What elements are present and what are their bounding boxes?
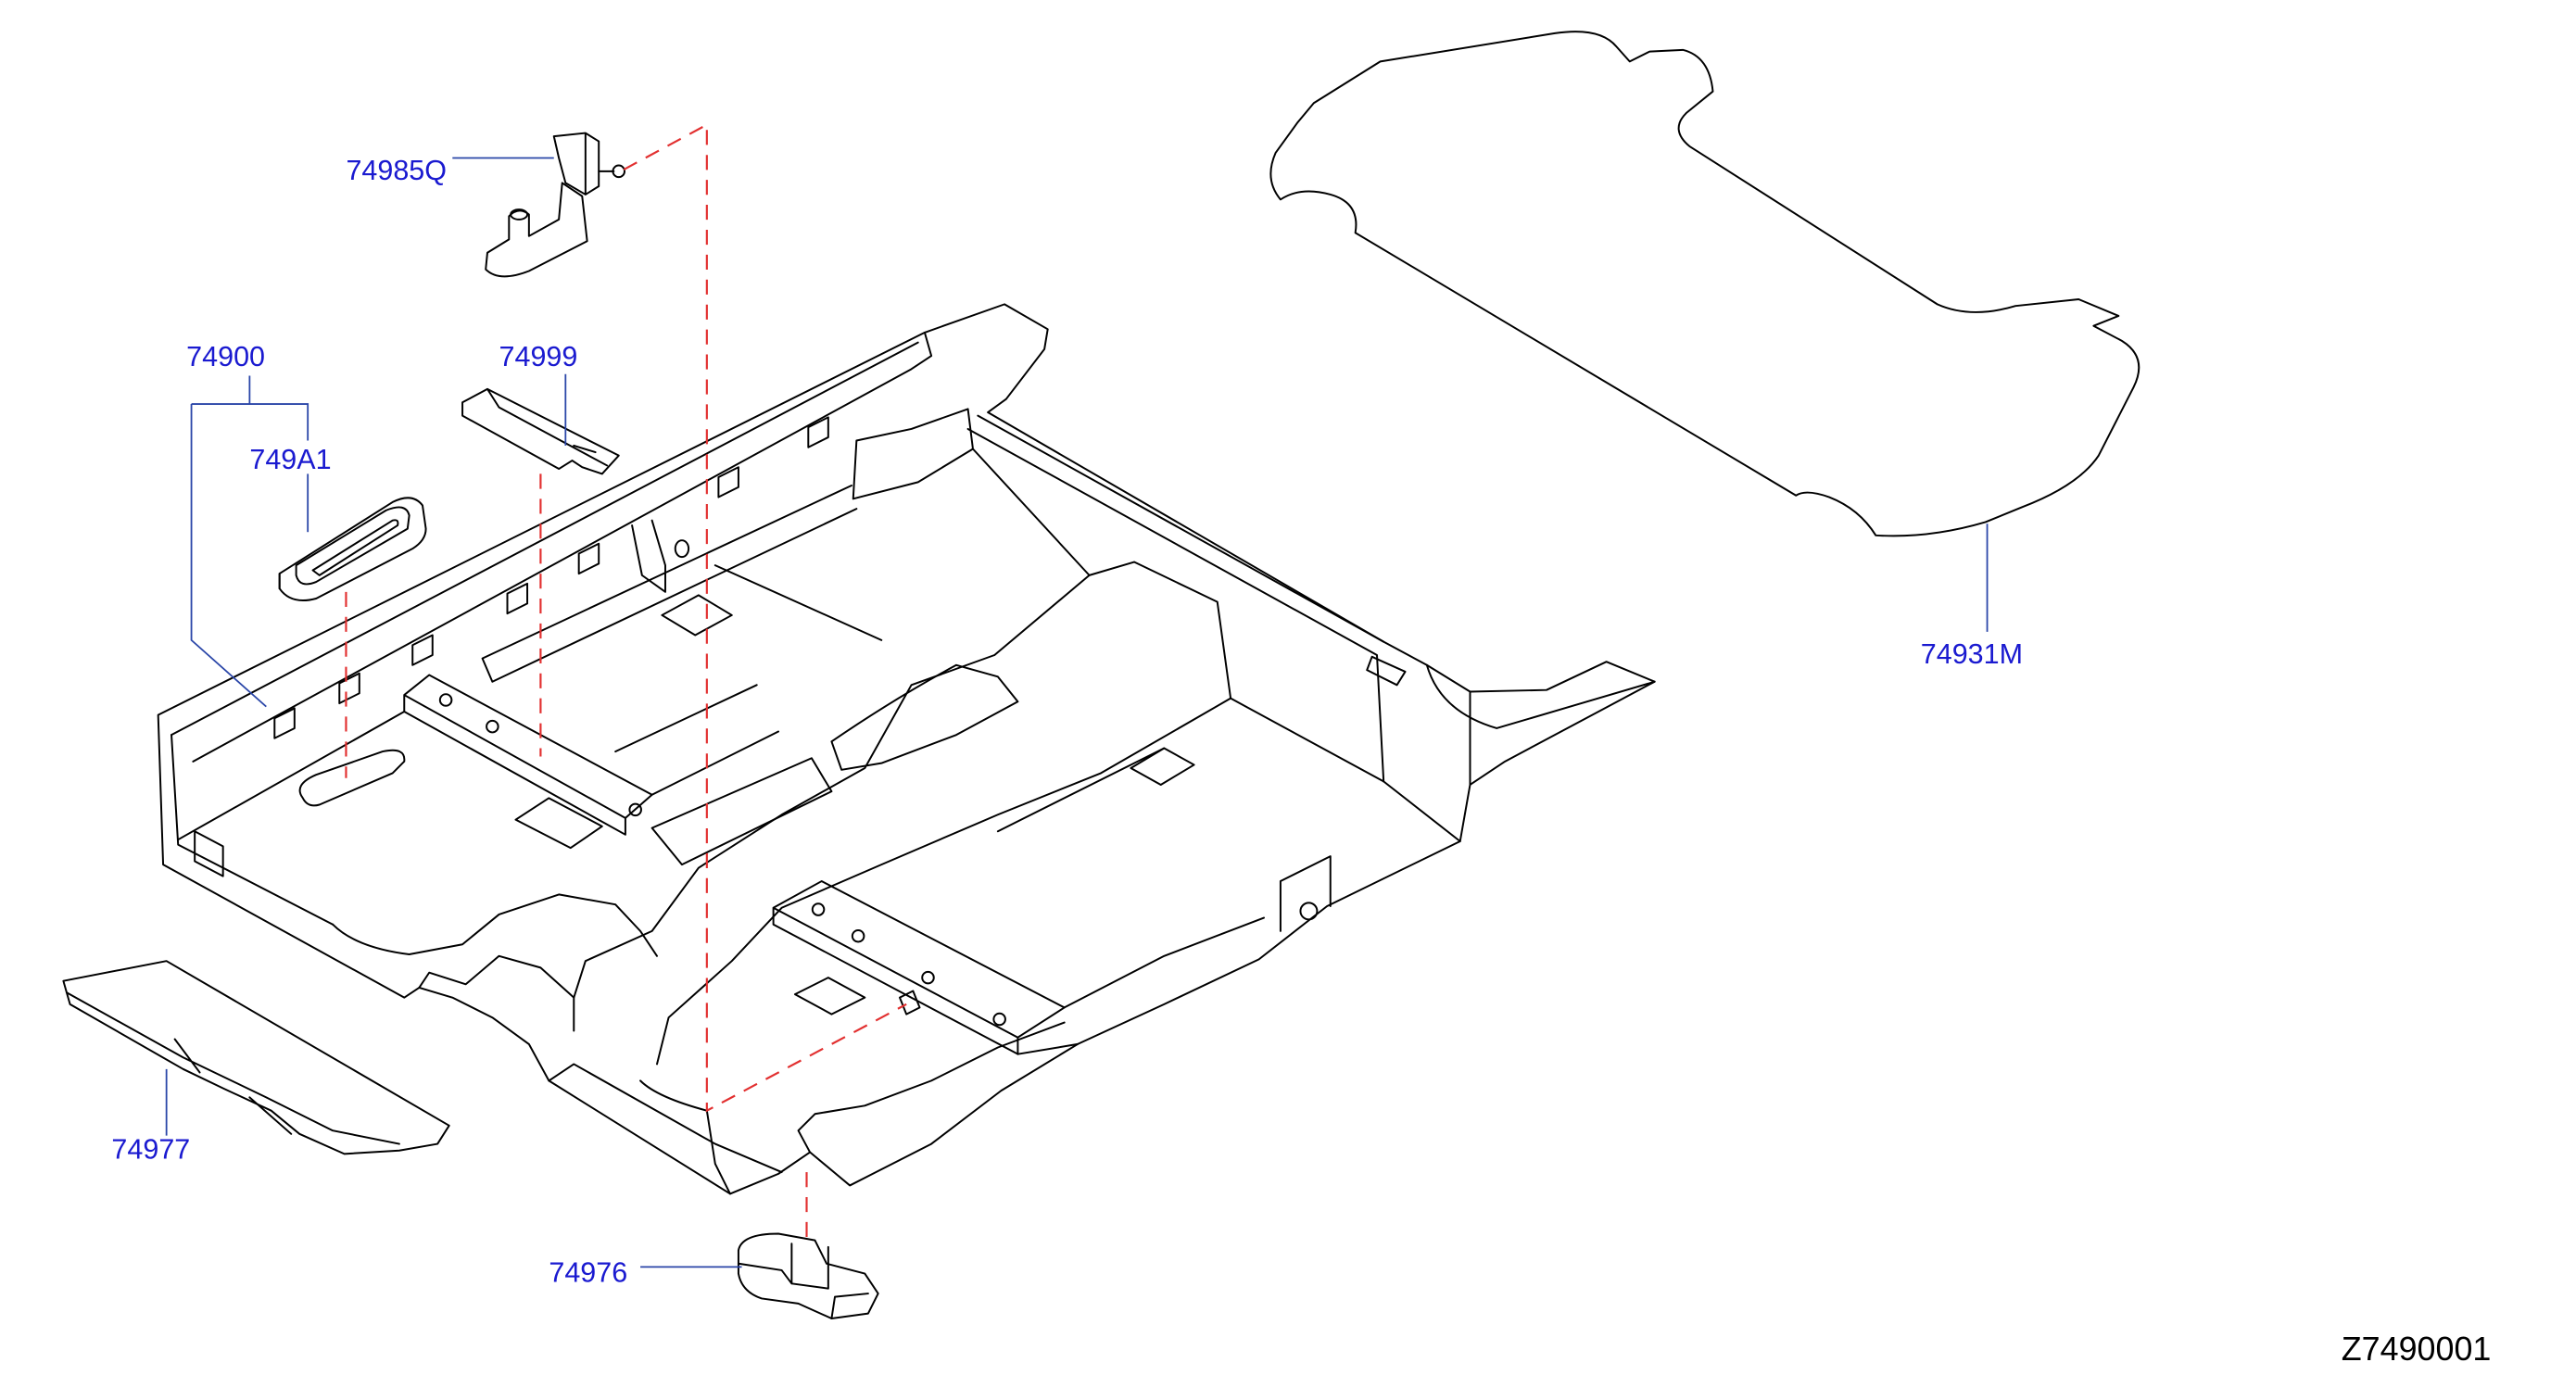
floor-carpet-outline [157,303,1656,1195]
floor-pad [514,797,603,850]
cross-member-hole [811,902,826,916]
tunnel-recess [650,757,833,866]
sill-tab [273,707,296,739]
left-front-floor-edge [177,711,406,841]
pillar-hole [674,539,690,559]
cross-member-hole [438,693,453,707]
kick-panel-hole [1299,902,1319,921]
leader-lines [165,157,1989,1268]
floor-pad [661,594,733,637]
front-spacer-drawing [62,960,450,1155]
heel-pad-slot [278,519,399,590]
bracket-screw [612,164,626,179]
callout-74977[interactable]: 74977 [111,1134,190,1166]
callout-74999[interactable]: 74999 [499,341,578,372]
sill-tab [807,416,829,448]
floor-pad [793,977,866,1015]
dashed-line-bracket [623,122,907,1113]
callout-74900[interactable]: 74900 [186,341,265,372]
sill-tab [506,582,529,615]
front-spacer-detail [65,991,400,1145]
rear-cross-member [772,880,1066,1055]
heel-pad-ring [295,506,410,586]
front-spacer-outline [62,960,450,1155]
sill-tab [411,634,434,666]
rear-floor-mat-outline [1269,31,2140,537]
cross-member-hole [992,1012,1006,1027]
console-opening [830,663,1019,771]
bracket-post [510,208,529,221]
rear-floor-mat-drawing [1269,31,2140,537]
cross-member-hole [486,719,499,734]
front-center-footwell [548,1021,1066,1195]
callout-74931m[interactable]: 74931M [1921,638,2023,670]
right-wall-curve [1366,655,1656,729]
bracket-base [485,182,588,278]
sill-tab [577,542,600,575]
finisher-strip-outline [461,387,620,475]
cross-member-hole [851,929,865,943]
floor-pad [1130,747,1195,786]
callout-74985q[interactable]: 74985Q [346,155,447,186]
sill-tab [338,672,360,705]
pillar-cutout [631,519,666,593]
left-footwell-contour [332,893,658,1032]
bracket-tab [552,132,600,196]
carpet-clip-outline [737,1232,879,1319]
floor-carpet-drawing [157,303,1656,1195]
left-foot-pad [298,749,406,807]
center-tunnel [573,561,1232,1066]
carpet-clip-detail [737,1243,869,1319]
assembly-dashed-lines [345,122,907,1241]
right-wall-base [1230,697,1461,842]
callout-74976[interactable]: 74976 [549,1257,627,1289]
clip-hole [899,990,921,1015]
left-kick-panel [170,734,335,926]
leader-74900 [190,375,309,708]
heel-pad-outline [278,497,427,602]
right-kick-panel [1279,855,1332,932]
bracket-drawing [485,132,626,278]
finisher-strip-drawing [461,387,620,475]
left-sill-strip [170,331,933,763]
carpet-clip-drawing [737,1232,879,1319]
callout-749a1[interactable]: 749A1 [249,444,331,475]
figure-code: Z7490001 [2342,1331,2492,1368]
right-rear-panel [852,408,1091,576]
sill-tab [717,466,739,498]
right-sill-strip [966,414,1471,786]
cross-member-hole [921,970,935,985]
finisher-strip-detail [486,387,609,467]
right-front-floor [996,747,1265,1055]
heel-pad-drawing [278,497,427,602]
left-sloped-panel [481,484,883,796]
cross-member-hole [628,802,642,817]
